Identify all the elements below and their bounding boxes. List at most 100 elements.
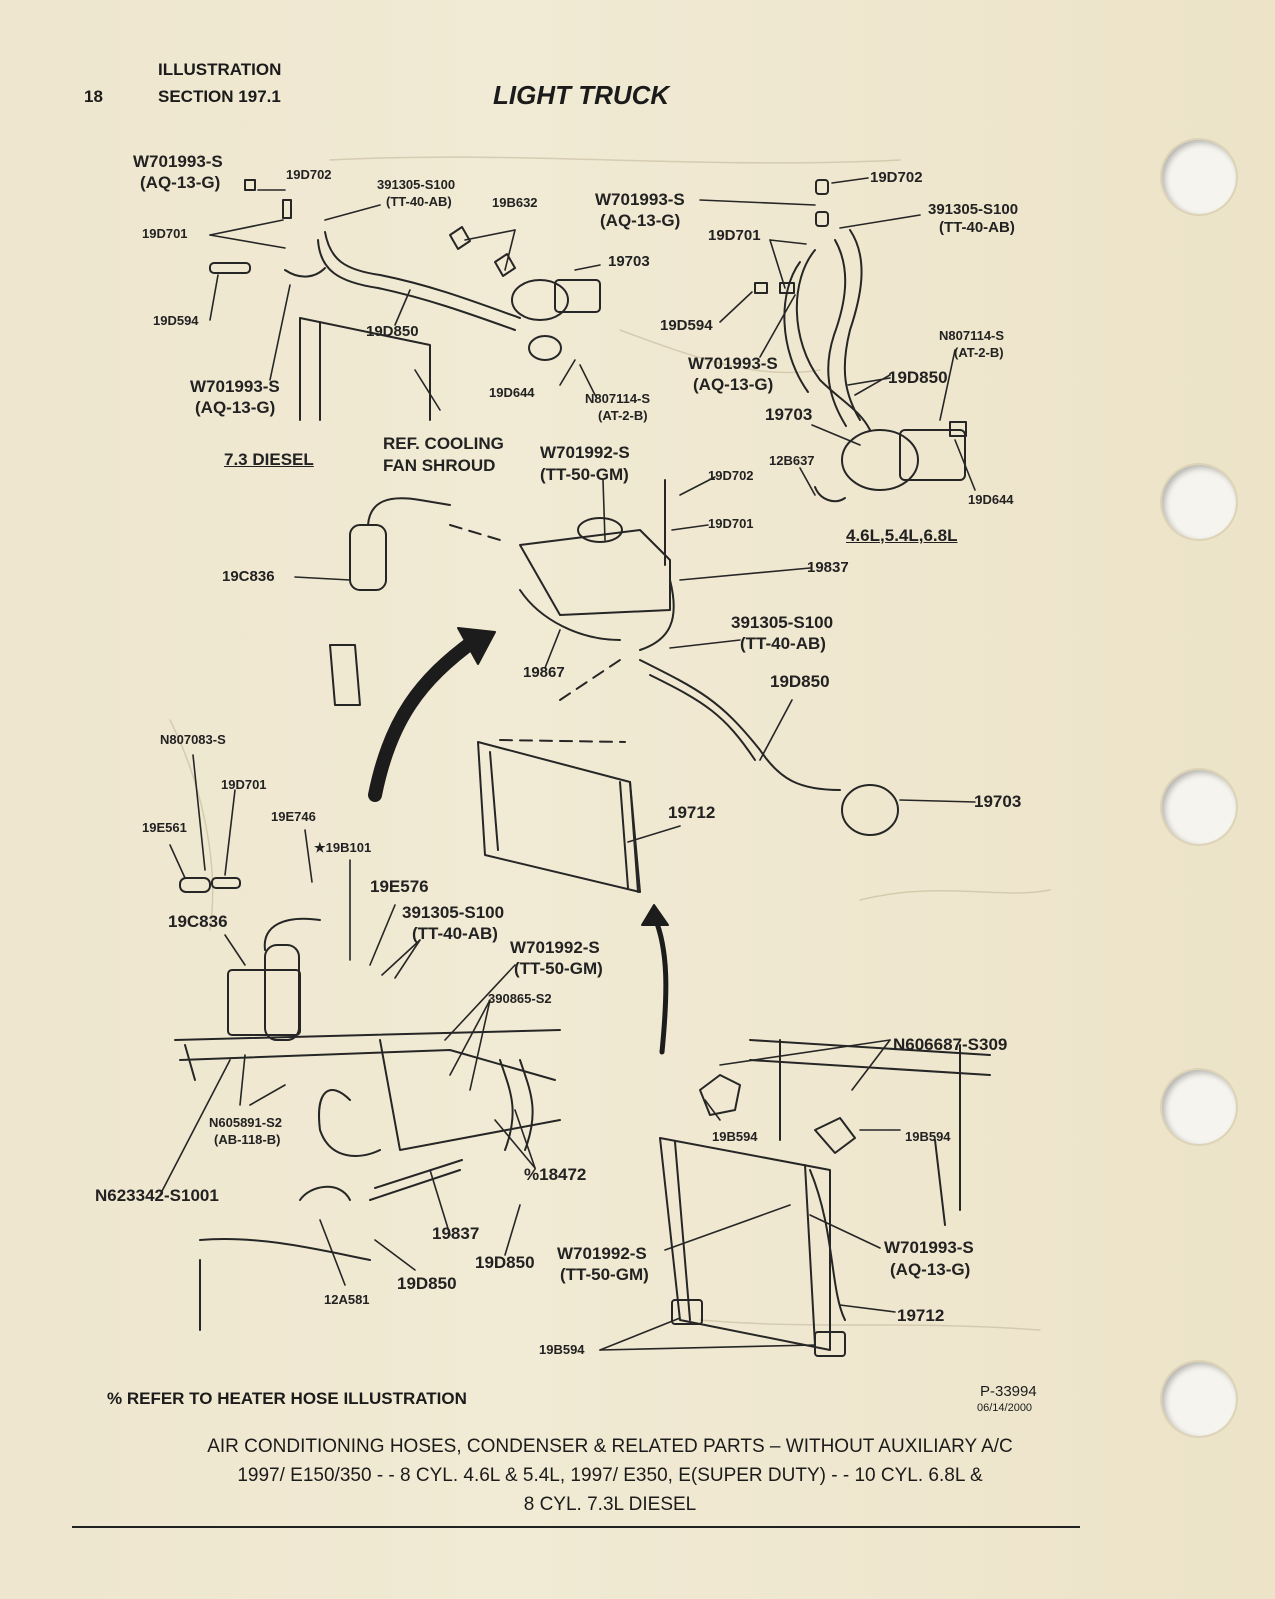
part-label: 19D850 (397, 1274, 457, 1293)
part-label: 19712 (668, 803, 716, 822)
binder-hole (1162, 1362, 1236, 1436)
header-illustration: ILLUSTRATION (158, 60, 282, 79)
illustration-date: 06/14/2000 (977, 1402, 1033, 1414)
part-label: 19B594 (712, 1129, 758, 1144)
flow-arrows (368, 627, 669, 1055)
part-label: N606687-S309 (893, 1035, 1008, 1054)
part-label: 19703 (608, 253, 650, 270)
part-label: ★19B101 (314, 840, 372, 855)
part-label: 19D702 (286, 167, 332, 182)
part-label: %18472 (524, 1165, 587, 1184)
part-label: (AQ-13-G) (600, 211, 681, 230)
part-label: 19E746 (271, 809, 316, 824)
part-label: 19E561 (142, 820, 187, 835)
illustration-number: P-33994 (980, 1383, 1037, 1400)
part-label: W701993-S (133, 152, 223, 171)
footer-rule (72, 1526, 1080, 1528)
lower-left-assembly (174, 877, 561, 1331)
part-label: W701993-S (595, 190, 685, 209)
part-label: 19837 (432, 1224, 480, 1243)
part-label: 19B594 (905, 1129, 951, 1144)
part-label: 19D701 (142, 226, 188, 241)
diesel-hose-assembly (209, 179, 601, 421)
part-label: 19B632 (492, 195, 538, 210)
part-label: 19D850 (366, 323, 419, 340)
bleed-through-lines (169, 156, 1051, 1331)
footnote: % REFER TO HEATER HOSE ILLUSTRATION (107, 1389, 467, 1408)
engine-label-diesel: 7.3 DIESEL (224, 450, 314, 469)
part-label: 19D702 (708, 468, 754, 483)
part-label: 12B637 (769, 453, 815, 468)
part-label: 12A581 (324, 1292, 370, 1307)
part-label: W701992-S (510, 938, 600, 957)
part-label: (TT-50-GM) (540, 465, 629, 484)
part-label: (TT-50-GM) (514, 959, 603, 978)
part-label: 19D702 (870, 169, 923, 186)
caption-line: AIR CONDITIONING HOSES, CONDENSER & RELA… (207, 1436, 1013, 1457)
part-label: W701993-S (688, 354, 778, 373)
part-label: (TT-40-AB) (386, 194, 452, 209)
part-label: N807114-S (939, 328, 1005, 343)
part-label: 19703 (974, 792, 1022, 811)
lower-right-assembly (659, 1039, 991, 1357)
part-label: 19D644 (489, 385, 535, 400)
figure-caption: AIR CONDITIONING HOSES, CONDENSER & RELA… (70, 1432, 1150, 1519)
part-label: (AT-2-B) (954, 345, 1004, 360)
part-label: 19837 (807, 559, 849, 576)
part-label: W701993-S (190, 377, 280, 396)
part-label: 19D701 (708, 516, 754, 531)
part-label: 19D850 (770, 672, 830, 691)
part-label: (AT-2-B) (598, 408, 648, 423)
part-label: 19D594 (660, 317, 713, 334)
part-label: 391305-S100 (402, 903, 505, 922)
part-label: 391305-S100 (731, 613, 834, 632)
binder-hole (1162, 1070, 1236, 1144)
page-number: 18 (84, 87, 103, 106)
callout-label: FAN SHROUD (383, 456, 496, 475)
caption-line: 1997/ E150/350 - - 8 CYL. 4.6L & 5.4L, 1… (237, 1465, 983, 1486)
part-label: 19C836 (168, 912, 228, 931)
part-label: 19B594 (539, 1342, 585, 1357)
part-label: W701992-S (540, 443, 630, 462)
gas-hose-assembly (754, 179, 967, 503)
condenser-middle (477, 741, 641, 893)
header-section: SECTION 197.1 (158, 87, 281, 106)
callout-label: REF. COOLING (383, 434, 504, 453)
part-label: N807083-S (160, 732, 226, 747)
part-label: (TT-50-GM) (560, 1265, 649, 1284)
binder-hole (1162, 140, 1236, 214)
part-label: 391305-S100 (377, 177, 456, 192)
part-label: 19C836 (222, 568, 275, 585)
part-label: 391305-S100 (928, 201, 1019, 218)
binder-hole (1162, 465, 1236, 539)
condenser-lower (659, 1137, 831, 1351)
part-label: (TT-40-AB) (740, 634, 826, 653)
part-label: 19D594 (153, 313, 199, 328)
part-label: 19D701 (221, 777, 267, 792)
part-label: (AB-118-B) (214, 1132, 281, 1147)
part-label: 19D850 (888, 368, 948, 387)
part-label: 19D850 (475, 1253, 535, 1272)
part-label: N807114-S (585, 391, 651, 406)
part-label: W701993-S (884, 1238, 974, 1257)
middle-assembly (329, 479, 899, 893)
caption-line: 8 CYL. 7.3L DIESEL (523, 1494, 697, 1515)
part-label: 19703 (765, 405, 813, 424)
engine-label-gas: 4.6L,5.4L,6.8L (846, 526, 958, 545)
part-label: 19867 (523, 664, 565, 681)
part-label: N605891-S2 (209, 1115, 282, 1130)
binder-hole (1162, 770, 1236, 844)
part-label: W701992-S (557, 1244, 647, 1263)
part-label: (AQ-13-G) (890, 1260, 971, 1279)
part-label: (AQ-13-G) (693, 375, 774, 394)
part-label: (TT-40-AB) (412, 924, 498, 943)
part-label: 19E576 (370, 877, 429, 896)
leader-lines (159, 177, 976, 1351)
part-label: (TT-40-AB) (939, 219, 1015, 236)
part-label: 390865-S2 (488, 991, 552, 1006)
part-label: (AQ-13-G) (140, 173, 221, 192)
part-label: 19D644 (968, 492, 1014, 507)
part-label: (AQ-13-G) (195, 398, 276, 417)
